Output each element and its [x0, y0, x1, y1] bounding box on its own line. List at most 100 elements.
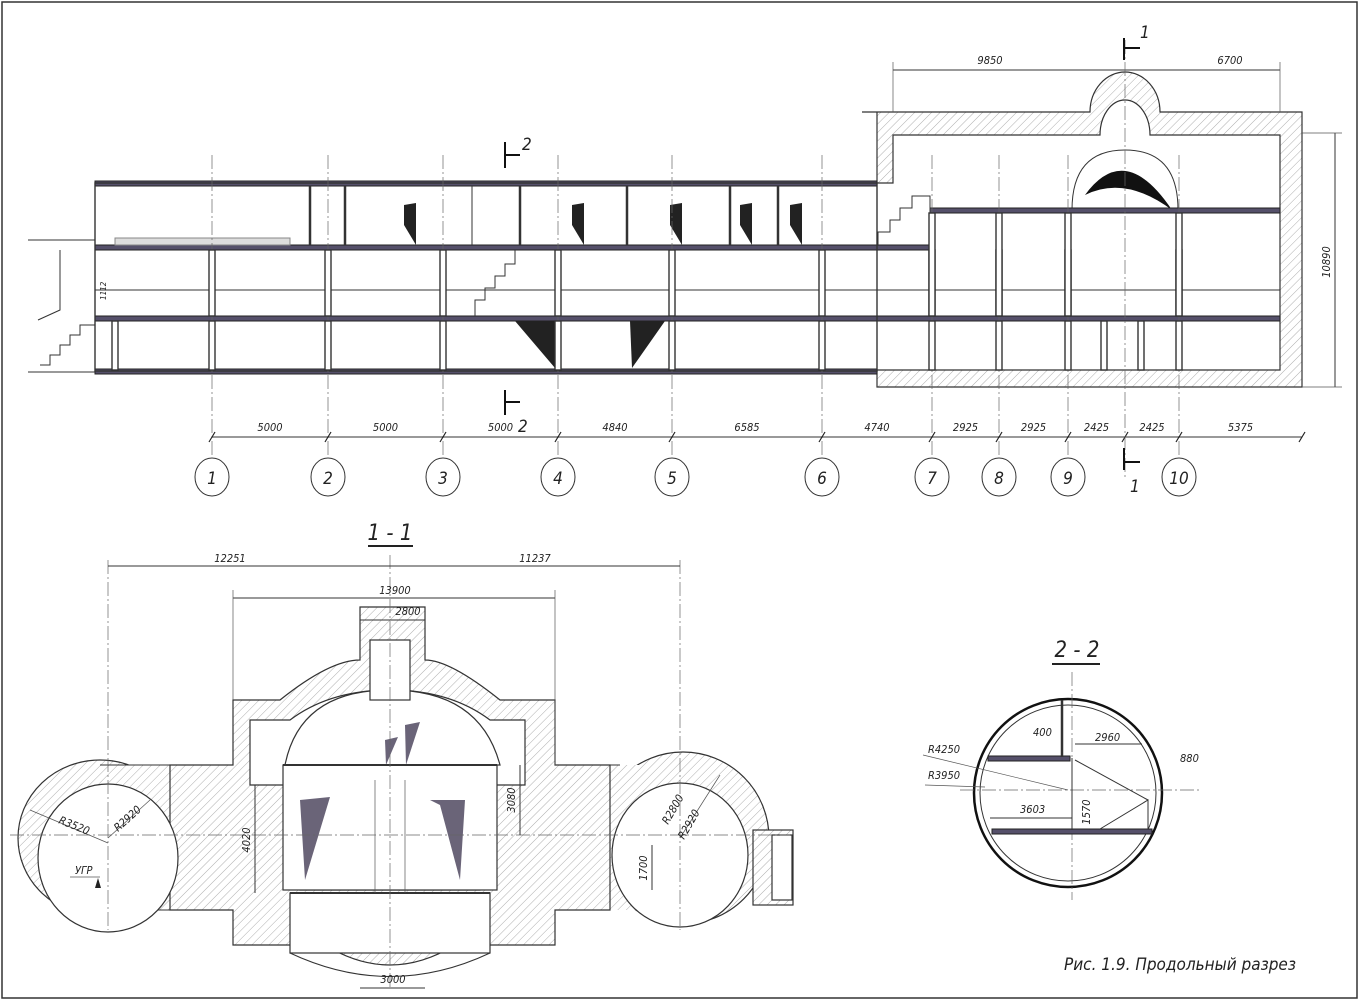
axis-marker: 10 — [1161, 457, 1197, 497]
dim-3603: 3603 — [1020, 803, 1045, 816]
slab-level-3 — [94, 315, 1281, 322]
axis-label: 10 — [1169, 469, 1188, 489]
dim-tick — [324, 431, 332, 443]
axis-spacing-dim: 5375 — [1228, 421, 1253, 434]
column — [995, 212, 1003, 317]
axis-label: 4 — [553, 469, 563, 489]
axis-spacing-dim: 2425 — [1084, 421, 1109, 434]
stair — [474, 250, 516, 316]
svg-text:2: 2 — [518, 417, 528, 437]
column — [439, 249, 447, 317]
column — [1175, 320, 1183, 371]
dim-1112: 1112 — [99, 281, 108, 300]
right-chamber-wall — [862, 71, 1303, 388]
dim-tick — [928, 431, 936, 443]
dim-880: 880 — [1180, 752, 1199, 765]
axis-spacing-dim: 2425 — [1139, 421, 1164, 434]
dim-11237: 11237 — [519, 552, 551, 565]
section-2-2-title: 2 - 2 — [1055, 638, 1100, 663]
column — [324, 320, 332, 371]
axis-spacing-dim: 4740 — [864, 421, 889, 434]
dim-1570: 1570 — [1080, 799, 1093, 824]
stair-left — [40, 324, 95, 366]
dim-tick — [995, 431, 1003, 443]
axis-marker: 1 — [194, 457, 230, 497]
dim-6700: 6700 — [1217, 54, 1242, 67]
column — [668, 249, 676, 317]
r4250: R4250 — [928, 743, 960, 756]
column — [928, 320, 936, 371]
axis-spacing-dim: 5000 — [488, 421, 513, 434]
dim-tick — [1064, 431, 1072, 443]
axis-marker: 8 — [981, 457, 1017, 497]
column — [111, 320, 119, 371]
axis-label: 1 — [207, 469, 217, 489]
svg-text:1: 1 — [1140, 23, 1150, 43]
column — [554, 249, 562, 317]
column — [1064, 212, 1072, 317]
dim-9850: 9850 — [977, 54, 1002, 67]
figure-caption: Рис. 1.9. Продольный разрез — [1064, 955, 1296, 975]
dim-tick — [439, 431, 447, 443]
axis-label: 8 — [994, 469, 1004, 489]
axis-spacing-dim: 2925 — [1021, 421, 1046, 434]
axis-label: 5 — [667, 469, 677, 489]
dim-tick — [208, 431, 216, 443]
axis-label: 3 — [438, 469, 448, 489]
axis-marker: 4 — [540, 457, 576, 497]
mezzanine-slab — [929, 207, 1281, 214]
axis-marker: 7 — [914, 457, 950, 497]
section-2-2: 2 - 2 400 2960 880 R4250 R3950 3603 1570 — [922, 638, 1200, 900]
axis-marker: 6 — [804, 457, 840, 497]
section-1-1-title: 1 - 1 — [368, 521, 413, 546]
dim-4020: 4020 — [240, 827, 253, 852]
axis-label: 6 — [817, 469, 827, 489]
dim-tick — [1298, 431, 1306, 443]
column — [208, 249, 216, 317]
dim-10890: 10890 — [1320, 246, 1333, 277]
axis-marker: 9 — [1050, 457, 1086, 497]
column — [1064, 320, 1072, 371]
column — [324, 249, 332, 317]
dim-tick — [554, 431, 562, 443]
axis-marker: 2 — [310, 457, 346, 497]
svg-text:2: 2 — [522, 135, 532, 155]
axis-label: 9 — [1063, 469, 1073, 489]
axis-spacing-dim: 4840 — [602, 421, 627, 434]
r3950: R3950 — [928, 769, 960, 782]
dim-tick — [1175, 431, 1183, 443]
cut-mark-2-2: 2 2 — [504, 135, 532, 437]
column — [1137, 320, 1145, 371]
dim-1700: 1700 — [637, 855, 650, 880]
dim-12251: 12251 — [214, 552, 245, 565]
dim-tick — [818, 431, 826, 443]
column — [439, 320, 447, 371]
column — [208, 320, 216, 371]
axis-spacing-dim: 5000 — [257, 421, 282, 434]
column — [818, 320, 826, 371]
column — [1175, 212, 1183, 317]
stair-right — [877, 195, 931, 250]
axis-spacing-dim: 6585 — [734, 421, 759, 434]
section-1-1: 1 - 1 — [10, 521, 794, 990]
column — [554, 320, 562, 371]
axis-marker: 5 — [654, 457, 690, 497]
cut-mark-1-1: 1 1 — [1123, 23, 1150, 497]
level-mark: УГР — [75, 864, 93, 877]
dim-3000: 3000 — [380, 973, 405, 986]
axis-label: 7 — [927, 469, 937, 489]
column — [928, 212, 936, 317]
dim-3080: 3080 — [505, 787, 518, 812]
axis-spacing-dim: 5000 — [373, 421, 398, 434]
dim-tick — [668, 431, 676, 443]
axis-marker: 3 — [425, 457, 461, 497]
column — [1100, 320, 1108, 371]
arch-fill — [1085, 170, 1172, 210]
dim-13900: 13900 — [379, 584, 410, 597]
axis-label: 2 — [323, 469, 333, 489]
column — [668, 320, 676, 371]
column — [818, 249, 826, 317]
